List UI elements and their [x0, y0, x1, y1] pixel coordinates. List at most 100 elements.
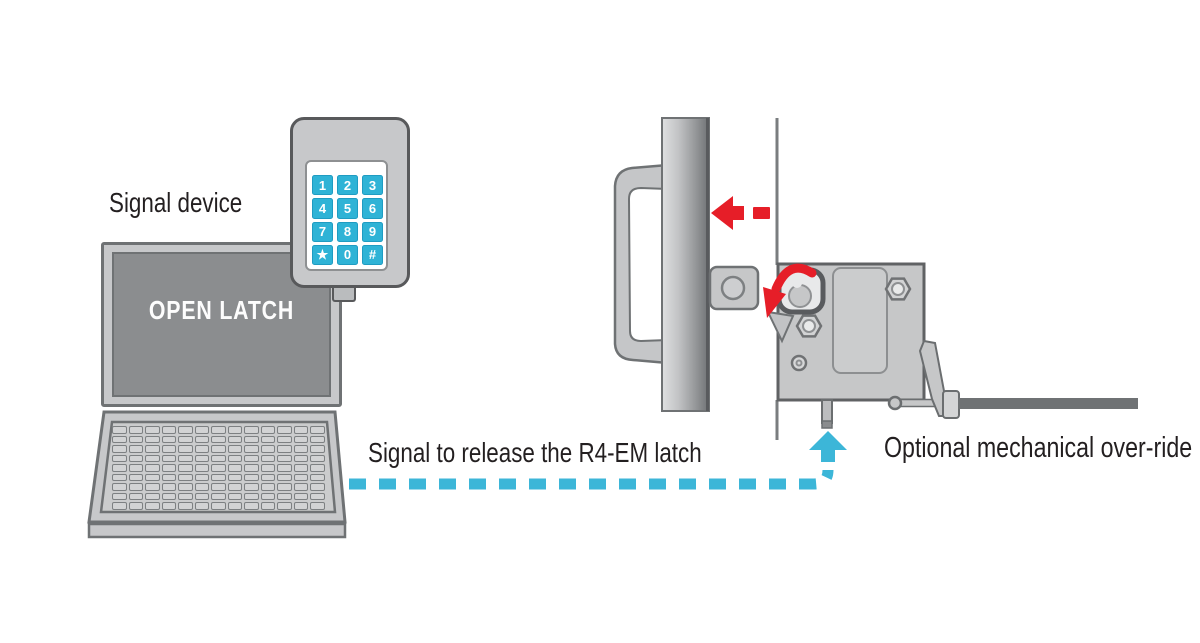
- keyboard-key: [194, 473, 210, 482]
- keypad-key: 7: [312, 221, 333, 242]
- keyboard-key: [293, 454, 309, 463]
- door-panel: [661, 117, 710, 412]
- keyboard-key: [161, 445, 177, 453]
- keyboard-key: [128, 502, 144, 510]
- keyboard-key: [194, 435, 210, 444]
- keyboard-key: [178, 502, 193, 510]
- keyboard-key: [128, 426, 144, 434]
- keyboard-key: [260, 464, 276, 472]
- keyboard-key: [227, 473, 243, 482]
- keyboard-key: [145, 492, 160, 501]
- keyboard-key: [161, 483, 177, 491]
- latch-assembly: [776, 262, 1138, 429]
- keyboard-key: [260, 426, 276, 434]
- screw-center: [795, 359, 803, 367]
- hex-nut-center: [891, 282, 905, 296]
- keypad-key: 0: [337, 244, 358, 265]
- keyboard-key: [293, 483, 309, 491]
- keyboard-key: [227, 445, 243, 453]
- signal-device-label: Signal device: [109, 187, 243, 218]
- keyboard-key: [128, 464, 144, 472]
- keeper-hole: [720, 275, 746, 301]
- override-rod-end: [887, 395, 903, 411]
- keyboard-key: [161, 426, 177, 434]
- keyboard-key: [178, 483, 193, 491]
- keypad-key-pound: #: [362, 244, 383, 265]
- keyboard-key: [161, 435, 177, 444]
- keyboard-key: [277, 435, 292, 444]
- keyboard-key: [277, 473, 292, 482]
- keyboard-key: [310, 435, 325, 444]
- keyboard-key: [211, 483, 226, 491]
- laptop-keyboard-keys: [112, 426, 325, 510]
- keypad-keys: 1 2 3 4 5 6 7 8 9 ★ 0 #: [312, 175, 383, 265]
- keyboard-key: [145, 445, 160, 453]
- keyboard-key: [194, 502, 210, 510]
- keyboard-key: [277, 426, 292, 434]
- keyboard-key: [293, 464, 309, 472]
- keyboard-key: [112, 435, 127, 444]
- keyboard-key: [260, 483, 276, 491]
- keyboard-key: [194, 492, 210, 501]
- keyboard-key: [211, 426, 226, 434]
- keypad-key: 5: [337, 198, 358, 219]
- keyboard-key: [112, 445, 127, 453]
- keyboard-key: [310, 464, 325, 472]
- keyboard-key: [260, 454, 276, 463]
- keypad-key-star: ★: [312, 244, 333, 265]
- keyboard-key: [145, 483, 160, 491]
- laptop-front-edge: [87, 522, 347, 539]
- keyboard-key: [128, 445, 144, 453]
- keyboard-key: [211, 454, 226, 463]
- keyboard-key: [211, 445, 226, 453]
- keyboard-key: [277, 454, 292, 463]
- keyboard-key: [211, 492, 226, 501]
- keyboard-key: [211, 502, 226, 510]
- keyboard-key: [194, 426, 210, 434]
- keyboard-key: [145, 435, 160, 444]
- keyboard-key: [310, 473, 325, 482]
- keyboard-key: [277, 445, 292, 453]
- keyboard-key: [128, 483, 144, 491]
- keypad-key: 6: [362, 198, 383, 219]
- latch-cover-panel: [832, 267, 888, 374]
- latch-release-arrow-icon: [763, 263, 817, 318]
- keypad-stub: [332, 287, 356, 302]
- cable-connector: [942, 390, 960, 419]
- keyboard-key: [194, 483, 210, 491]
- keyboard-key: [244, 445, 259, 453]
- signal-dashed-line: [349, 469, 834, 490]
- keyboard-key: [112, 483, 127, 491]
- keyboard-key: [277, 464, 292, 472]
- keyboard-key: [178, 492, 193, 501]
- keyboard-key: [293, 435, 309, 444]
- door-close-arrow-icon: [711, 196, 770, 230]
- keyboard-key: [178, 473, 193, 482]
- keyboard-key: [112, 464, 127, 472]
- keyboard-key: [112, 492, 127, 501]
- keypad-key: 8: [337, 221, 358, 242]
- keyboard-key: [145, 464, 160, 472]
- keyboard-key: [145, 473, 160, 482]
- keypad-key: 9: [362, 221, 383, 242]
- keyboard-key: [260, 445, 276, 453]
- keyboard-key: [227, 502, 243, 510]
- keyboard-key: [293, 445, 309, 453]
- keyboard-key: [211, 464, 226, 472]
- keyboard-key: [310, 492, 325, 501]
- keyboard-key: [310, 502, 325, 510]
- keyboard-key: [227, 426, 243, 434]
- keyboard-key: [227, 492, 243, 501]
- release-pin-tip: [821, 420, 833, 429]
- laptop-screen-text: OPEN LATCH: [148, 295, 295, 325]
- cable: [958, 398, 1138, 409]
- keyboard-key: [244, 464, 259, 472]
- keyboard-key: [178, 464, 193, 472]
- keyboard-key: [112, 473, 127, 482]
- latch-pawl: [788, 284, 812, 308]
- keypad-key: 1: [312, 175, 333, 196]
- keeper-point: [766, 310, 795, 344]
- keyboard-key: [194, 445, 210, 453]
- keyboard-key: [112, 426, 127, 434]
- keyboard-key: [277, 483, 292, 491]
